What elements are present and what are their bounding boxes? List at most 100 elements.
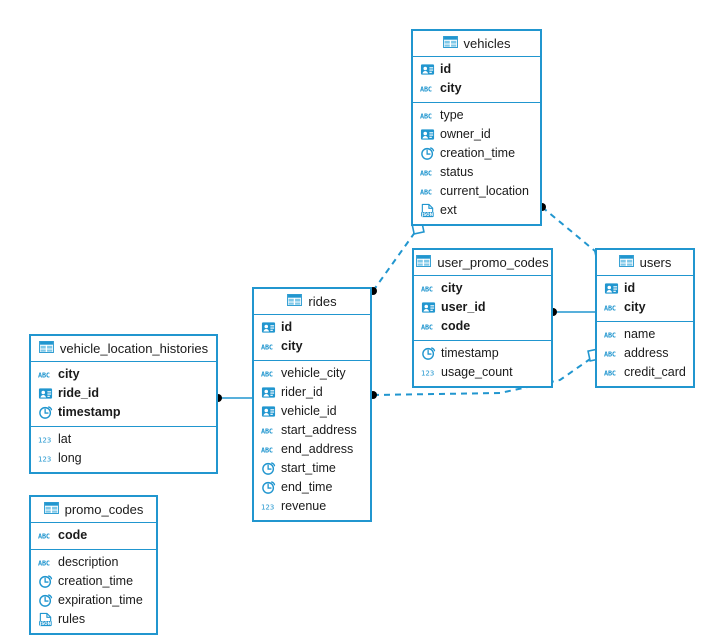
column-name: vehicle_id [281,404,337,419]
key-column-row[interactable]: id [413,60,540,79]
clock-icon [261,480,276,495]
key-column-row[interactable]: user_id [414,298,551,317]
abc-icon: ABC [420,165,435,180]
column-name: start_address [281,423,357,438]
svg-text:JSON: JSON [421,212,434,217]
column-row[interactable]: end_time [254,478,370,497]
svg-text:ABC: ABC [420,86,432,94]
relationship-user-promo-codes-to-users[interactable] [549,308,595,316]
column-name: start_time [281,461,336,476]
entity-title: users [639,255,672,270]
column-row[interactable]: start_time [254,459,370,478]
number-icon: 123 [421,365,436,380]
column-row[interactable]: creation_time [31,572,156,591]
json-icon: JSON [420,203,435,218]
key-column-row[interactable]: ABC code [414,317,551,336]
svg-text:123: 123 [421,369,434,378]
column-name: current_location [440,184,529,199]
entity-header[interactable]: vehicles [413,31,540,57]
key-column-row[interactable]: ABC city [31,365,216,384]
clock-icon [420,146,435,161]
id-card-icon [420,62,435,77]
key-column-row[interactable]: id [597,279,693,298]
column-row[interactable]: ABC status [413,163,540,182]
column-row[interactable]: ABC description [31,553,156,572]
column-row[interactable]: ABC address [597,344,693,363]
abc-icon: ABC [261,366,276,381]
entity-header[interactable]: rides [254,289,370,315]
abc-icon: ABC [38,367,53,382]
clock-icon [38,405,53,420]
entity-header[interactable]: vehicle_location_histories [31,336,216,362]
key-column-row[interactable]: id [254,318,370,337]
column-row[interactable]: expiration_time [31,591,156,610]
svg-text:123: 123 [38,436,51,445]
relationship-vehicle-location-histories-to-rides[interactable] [214,394,252,402]
column-row[interactable]: owner_id [413,125,540,144]
column-row[interactable]: rider_id [254,383,370,402]
column-row[interactable]: timestamp [414,344,551,363]
entity-header[interactable]: promo_codes [31,497,156,523]
entity-title: vehicles [463,36,511,51]
abc-icon: ABC [604,346,619,361]
column-name: user_id [441,300,486,315]
abc-icon: ABC [261,423,276,438]
column-row[interactable]: ABC name [597,325,693,344]
column-name: status [440,165,474,180]
column-name: name [624,327,656,342]
svg-text:ABC: ABC [261,344,273,352]
entity-title: user_promo_codes [437,255,549,270]
column-name: description [58,555,119,570]
key-column-row[interactable]: timestamp [31,403,216,422]
column-name: code [441,319,471,334]
id-card-icon [261,320,276,335]
entity-header[interactable]: users [597,250,693,276]
abc-icon: ABC [421,281,436,296]
abc-icon: ABC [38,555,53,570]
svg-text:ABC: ABC [420,113,432,121]
column-row[interactable]: creation_time [413,144,540,163]
svg-text:ABC: ABC [420,170,432,178]
key-column-row[interactable]: ride_id [31,384,216,403]
column-row[interactable]: vehicle_id [254,402,370,421]
abc-icon: ABC [604,365,619,380]
entity-header[interactable]: user_promo_codes [414,250,551,276]
column-row[interactable]: ABC start_address [254,421,370,440]
table-icon [416,254,432,272]
column-name: address [624,346,669,361]
svg-text:ABC: ABC [604,332,616,340]
abc-icon: ABC [420,108,435,123]
column-name: city [58,367,80,382]
id-card-icon [420,127,435,142]
column-name: timestamp [441,346,499,361]
abc-icon: ABC [421,319,436,334]
